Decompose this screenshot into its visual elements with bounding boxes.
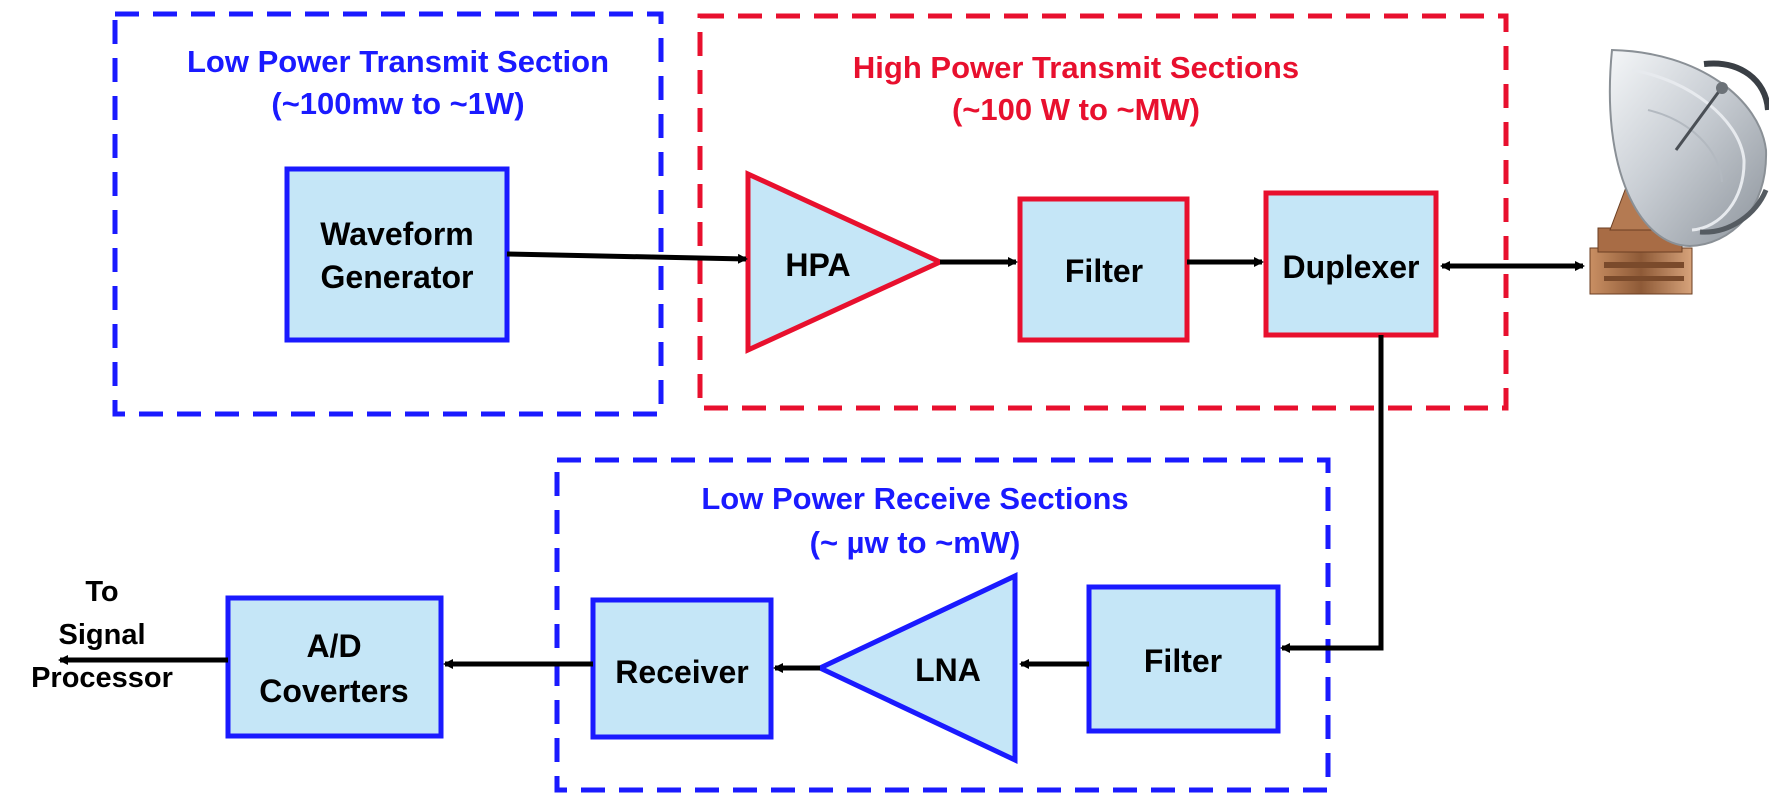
output-label-line1: To <box>85 576 118 608</box>
low-power-transmit-title: Low Power Transmit Section <box>187 44 609 79</box>
rx-filter-block <box>1086 584 1281 734</box>
tx-filter-label: Filter <box>1065 253 1143 289</box>
hpa-label: HPA <box>785 247 850 283</box>
output-label-line2: Signal <box>58 619 145 651</box>
low-power-transmit-range: (~100mw to ~1W) <box>271 86 524 121</box>
ad-converters-block <box>225 595 444 739</box>
tx-filter-block <box>1017 196 1190 343</box>
receiver-label: Receiver <box>615 654 748 690</box>
duplexer-label: Duplexer <box>1283 249 1420 285</box>
low-power-receive-section-boundary <box>554 457 1331 793</box>
low-power-receive-range: (~ µw to ~mW) <box>810 525 1021 560</box>
lna-label: LNA <box>915 652 981 688</box>
rx-filter-label: Filter <box>1144 643 1222 679</box>
low-power-transmit-section-boundary <box>112 11 664 417</box>
wfg-to-hpa-arrow <box>506 251 748 264</box>
hpa-amplifier <box>745 170 947 354</box>
waveform-generator-label-line2: Generator <box>321 259 474 295</box>
waveform-generator-label-line1: Waveform <box>320 216 474 252</box>
high-power-transmit-range: (~100 W to ~MW) <box>952 92 1200 127</box>
low-power-receive-title: Low Power Receive Sections <box>701 481 1128 516</box>
high-power-transmit-section-boundary <box>697 13 1509 411</box>
duplexer-to-rx-filter-line <box>1280 335 1384 653</box>
high-power-transmit-title: High Power Transmit Sections <box>853 50 1299 85</box>
lna-amplifier <box>814 572 1018 764</box>
duplexer-block <box>1263 190 1439 338</box>
satellite-dish-icon <box>1589 48 1769 295</box>
ad-converters-label-line2: Coverters <box>259 673 408 709</box>
ad-converters-label-line1: A/D <box>306 628 361 664</box>
output-label-line3: Processor <box>31 662 173 694</box>
receiver-block <box>590 597 774 740</box>
waveform-generator-block <box>284 166 510 343</box>
